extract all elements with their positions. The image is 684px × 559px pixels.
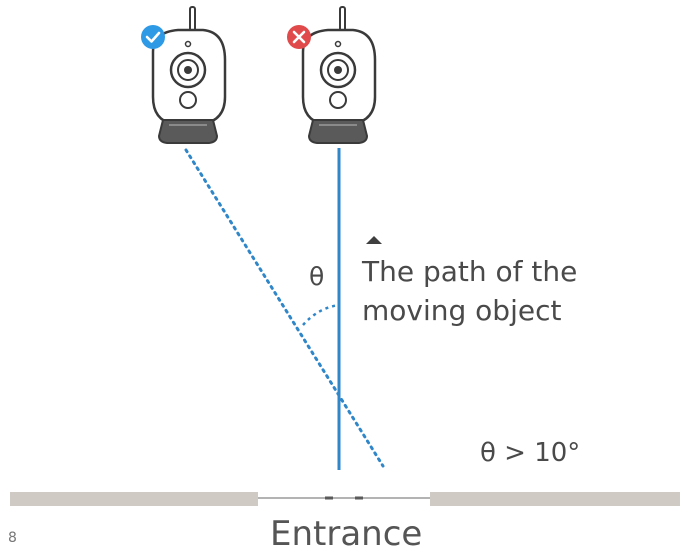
path-label-line2: moving object (362, 294, 562, 327)
x-circle-icon (287, 25, 311, 49)
camera-wrong (301, 5, 377, 145)
path-label-line1: The path of the (362, 255, 578, 288)
corner-mark: 8 (8, 530, 17, 546)
camera-correct (151, 5, 227, 145)
entrance-label: Entrance (270, 514, 423, 554)
angle-condition-label: θ > 10° (480, 438, 581, 468)
check-circle-icon (141, 25, 165, 49)
floor-left (10, 492, 258, 506)
angle-arc (302, 303, 340, 326)
angled-path-line (184, 148, 385, 468)
floor-right (430, 492, 680, 506)
theta-label: θ (309, 262, 325, 291)
triangle-up-icon (366, 236, 382, 244)
